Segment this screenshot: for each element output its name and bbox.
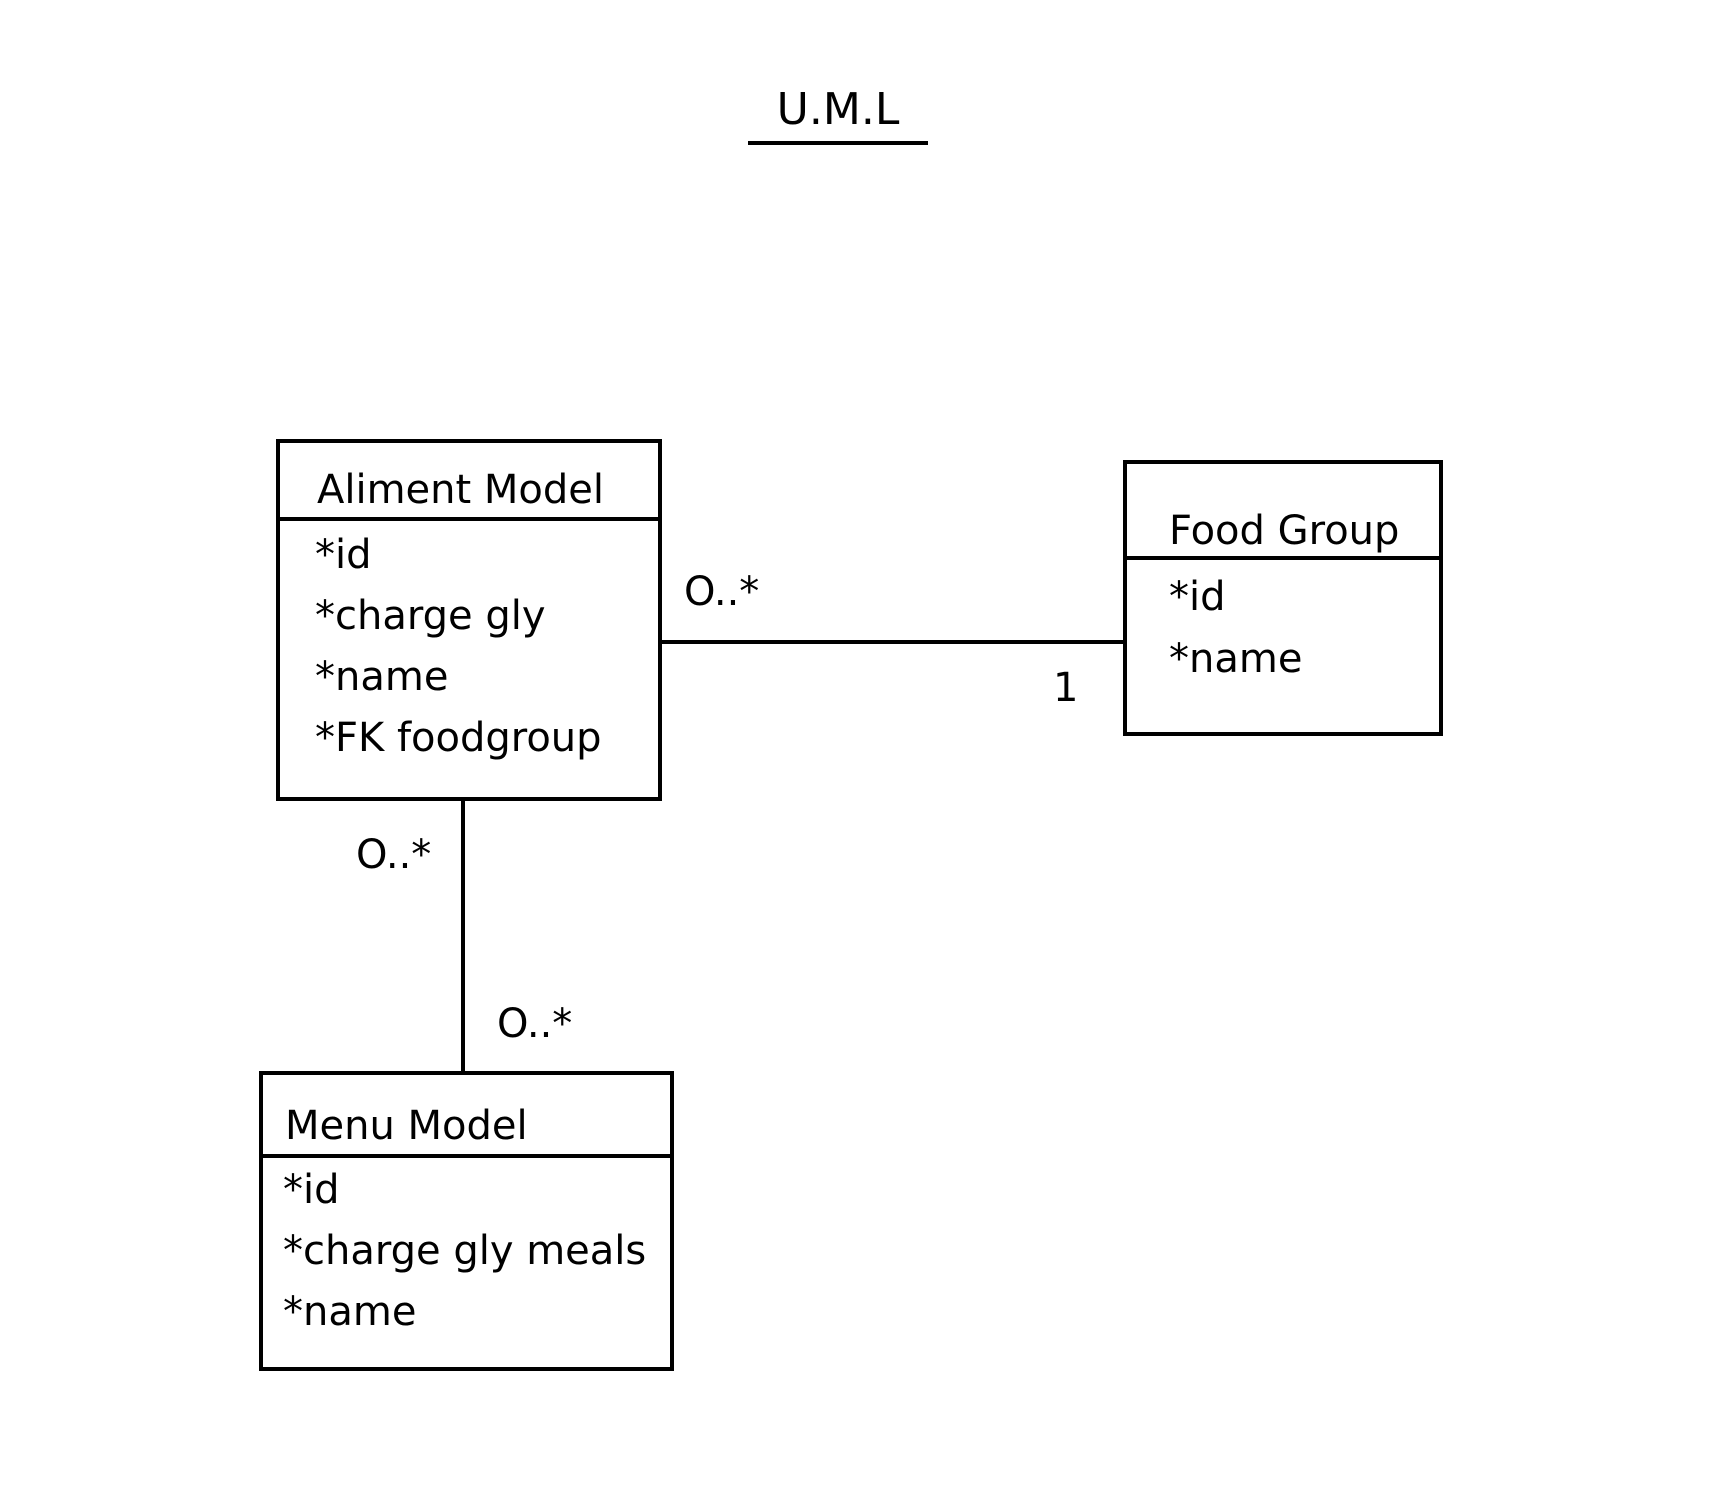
multiplicity-menu-end: O..* [497, 1001, 573, 1047]
attribute-fk-foodgroup: *FK foodgroup [315, 715, 602, 761]
attribute-name: *name [1169, 636, 1303, 682]
attribute-name: *name [283, 1289, 417, 1335]
class-aliment-model: Aliment Model *id *charge gly *name *FK … [276, 439, 662, 801]
class-name-menu-model: Menu Model [263, 1075, 670, 1158]
attribute-list-aliment-model: *id *charge gly *name *FK foodgroup [280, 521, 658, 769]
attribute-id: *id [315, 532, 372, 578]
class-food-group: Food Group *id *name [1123, 460, 1443, 736]
class-menu-model: Menu Model *id *charge gly meals *name [259, 1071, 674, 1371]
class-name-aliment-model: Aliment Model [280, 443, 658, 521]
attribute-charge-gly: *charge gly [315, 593, 546, 639]
attribute-name: *name [315, 654, 449, 700]
multiplicity-foodgroup-end: 1 [1053, 665, 1079, 711]
association-line-aliment-foodgroup [662, 640, 1125, 644]
multiplicity-aliment-to-menu: O..* [356, 832, 432, 878]
attribute-id: *id [1169, 574, 1226, 620]
attribute-list-menu-model: *id *charge gly meals *name [263, 1158, 670, 1343]
diagram-title: U.M.L [776, 84, 900, 135]
association-line-aliment-menu [461, 801, 465, 1073]
multiplicity-aliment-to-foodgroup: O..* [684, 569, 760, 615]
class-name-food-group: Food Group [1127, 464, 1439, 560]
attribute-id: *id [283, 1167, 340, 1213]
title-underline [748, 141, 928, 145]
attribute-charge-gly-meals: *charge gly meals [283, 1228, 647, 1274]
attribute-list-food-group: *id *name [1127, 560, 1439, 690]
